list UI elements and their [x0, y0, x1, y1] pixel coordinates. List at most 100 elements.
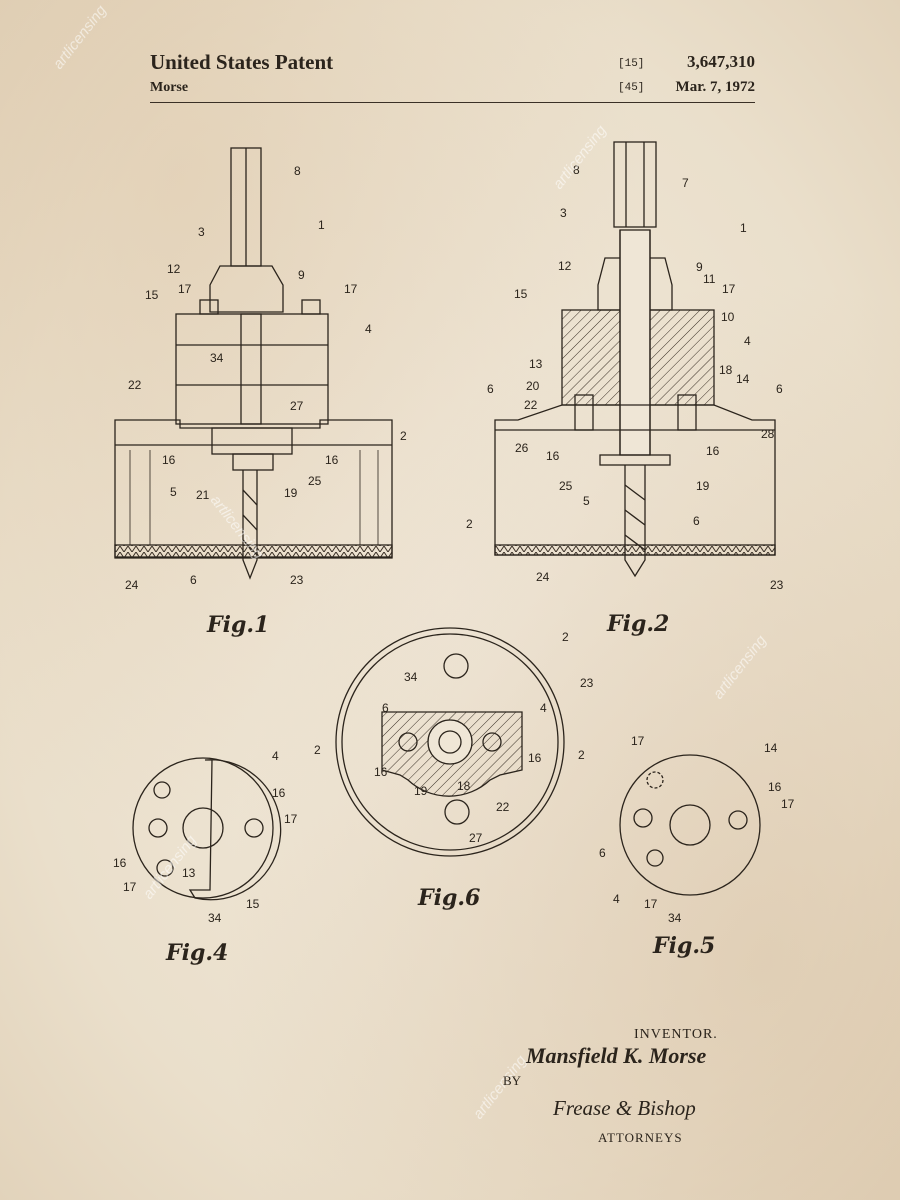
reference-numerals: 8 3 1 12 9 15 17 17 4 34 22 27 2 16 16 5…: [113, 163, 795, 925]
ref-27-fig6: 27: [469, 831, 483, 845]
ref-2a-fig6: 2: [314, 743, 321, 757]
ref-4-fig5: 4: [613, 892, 620, 906]
ref-9-fig1: 9: [298, 268, 305, 282]
ref-2-fig1: 2: [400, 429, 407, 443]
ref-17a-fig1: 17: [178, 282, 192, 296]
ref-6-fig1: 6: [190, 573, 197, 587]
inventor-signature: Mansfield K. Morse: [526, 1043, 707, 1068]
watermark-text-6: artlicensing: [470, 1052, 531, 1123]
ref-18-fig6: 18: [457, 779, 471, 793]
figure-6-drawing: [335, 627, 565, 857]
ref-2-fig2: 2: [466, 517, 473, 531]
ref-4-fig1: 4: [365, 322, 372, 336]
ref-12-fig2: 12: [558, 259, 572, 273]
ref-15-fig4: 15: [246, 897, 260, 911]
ref-20-fig2: 20: [526, 379, 540, 393]
patent-number: 3,647,310: [687, 52, 755, 71]
ref-26-fig2: 26: [515, 441, 529, 455]
ref-21-fig1: 21: [196, 488, 210, 502]
figure-1-drawing: [114, 147, 393, 580]
ref-15-fig1: 15: [145, 288, 159, 302]
ref-34-fig4: 34: [208, 911, 222, 925]
ref-13-fig4: 13: [182, 866, 196, 880]
ref-12-fig1: 12: [167, 262, 181, 276]
figure-4-drawing: [132, 757, 282, 901]
ref-17b-fig4: 17: [123, 880, 137, 894]
ref-16b-fig6: 16: [528, 751, 542, 765]
watermark-text-1: artlicensing: [50, 2, 111, 73]
ref-16b-fig4: 16: [113, 856, 127, 870]
ref-16b-fig2: 16: [706, 444, 720, 458]
ref-22-fig2: 22: [524, 398, 538, 412]
ref-10-fig2: 10: [721, 310, 735, 324]
ref-23-fig2: 23: [770, 578, 784, 592]
ref-1-fig2: 1: [740, 221, 747, 235]
ref-6a-fig2: 6: [487, 382, 494, 396]
ref-7-fig2: 7: [682, 176, 689, 190]
ref-25-fig1: 25: [308, 474, 322, 488]
patent-inventor-surname: Morse: [150, 80, 189, 95]
figure-6-label: Fig.6: [418, 885, 481, 911]
ref-5-fig2: 5: [583, 494, 590, 508]
ref-8-fig2: 8: [573, 163, 580, 177]
ref-34-fig5: 34: [668, 911, 682, 925]
ref-25-fig2: 25: [559, 479, 573, 493]
ref-19-fig1: 19: [284, 486, 298, 500]
watermark-text-2: artlicensing: [550, 122, 611, 193]
ref-3-fig1: 3: [198, 225, 205, 239]
ref-34-fig6: 34: [404, 670, 418, 684]
ref-18-fig2: 18: [719, 363, 733, 377]
ref-6-fig6: 6: [382, 701, 389, 715]
field-code-45: [45]: [618, 82, 645, 94]
ref-19-fig6: 19: [414, 784, 428, 798]
ref-17c-fig5: 17: [644, 897, 658, 911]
patent-title: United States Patent: [150, 50, 334, 74]
ref-14-fig5: 14: [764, 741, 778, 755]
ref-5-fig1: 5: [170, 485, 177, 499]
ref-16a-fig2: 16: [546, 449, 560, 463]
ref-16a-fig6: 16: [374, 765, 388, 779]
ref-23-fig6: 23: [580, 676, 594, 690]
ref-2b-fig6: 2: [578, 748, 585, 762]
field-code-15: [15]: [618, 58, 645, 70]
ref-9-fig2: 9: [696, 260, 703, 274]
figure-5-label: Fig.5: [653, 933, 716, 959]
attorneys-signature: Frease & Bishop: [553, 1096, 696, 1120]
ref-22-fig6: 22: [496, 800, 510, 814]
ref-13-fig2: 13: [529, 357, 543, 371]
by-label: BY: [503, 1073, 522, 1088]
patent-date: Mar. 7, 1972: [675, 79, 755, 95]
figure-5-drawing: [619, 754, 761, 896]
figure-2-label: Fig.2: [607, 611, 670, 637]
ref-14-fig2: 14: [736, 372, 750, 386]
header-rule: [150, 102, 755, 103]
ref-16b-fig1: 16: [325, 453, 339, 467]
figure-1-label: Fig.1: [207, 612, 270, 638]
watermark-text-4: artlicensing: [710, 632, 771, 703]
ref-17-fig2: 17: [722, 282, 736, 296]
ref-17b-fig5: 17: [781, 797, 795, 811]
ref-23-fig1: 23: [290, 573, 304, 587]
ref-8-fig1: 8: [294, 164, 301, 178]
ref-4-fig6: 4: [540, 701, 547, 715]
ref-28-fig2: 28: [761, 427, 775, 441]
ref-4-fig4: 4: [272, 749, 279, 763]
ref-16a-fig4: 16: [272, 786, 286, 800]
figure-2-drawing: [494, 141, 776, 578]
ref-19-fig2: 19: [696, 479, 710, 493]
ref-6-fig5: 6: [599, 846, 606, 860]
inventor-label: INVENTOR.: [634, 1027, 718, 1042]
figure-4-label: Fig.4: [166, 940, 229, 966]
ref-11-fig2: 11: [703, 272, 716, 286]
ref-17a-fig4: 17: [284, 812, 298, 826]
ref-6c-fig2: 6: [693, 514, 700, 528]
ref-15-fig2: 15: [514, 287, 528, 301]
ref-3-fig2: 3: [560, 206, 567, 220]
ref-17a-fig5: 17: [631, 734, 645, 748]
ref-17b-fig1: 17: [344, 282, 358, 296]
ref-16a-fig1: 16: [162, 453, 176, 467]
ref-24-fig2: 24: [536, 570, 550, 584]
ref-4-fig2: 4: [744, 334, 751, 348]
ref-1-fig1: 1: [318, 218, 325, 232]
